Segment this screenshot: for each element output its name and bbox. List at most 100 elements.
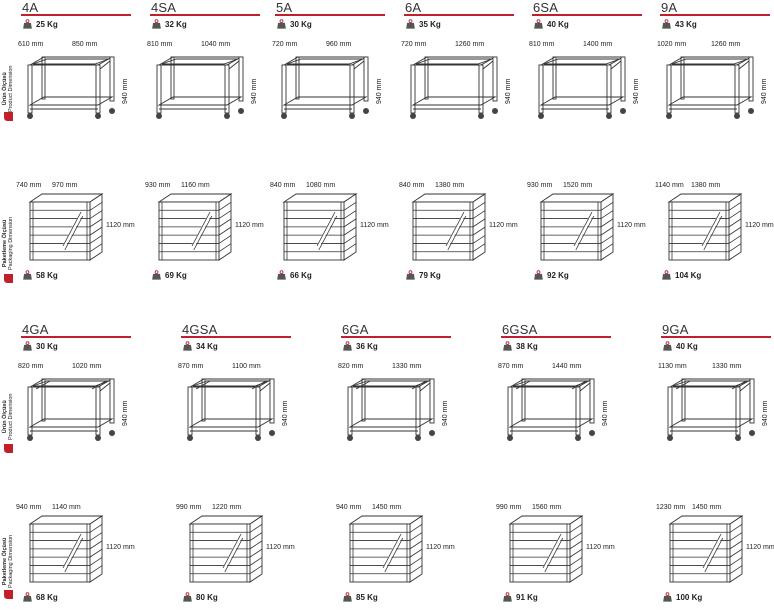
weight-icon — [277, 270, 286, 280]
product-height-dim: 940 mm — [761, 78, 768, 104]
weight-icon — [406, 19, 415, 29]
side-label-line2: Packaging Dimension — [8, 534, 14, 588]
package-height-dim: 1120 mm — [489, 222, 518, 229]
package-depth-dim: 1560 mm — [532, 504, 562, 511]
product-weight: 40 Kg — [534, 19, 569, 29]
weight-icon — [183, 592, 192, 602]
product-weight: 38 Kg — [503, 341, 538, 351]
product-weight-value: 40 Kg — [547, 19, 569, 29]
packaging-crate-drawing — [667, 193, 743, 261]
weight-icon — [23, 341, 32, 351]
product-depth-dim: 1440 mm — [552, 363, 582, 370]
package-weight: 79 Kg — [406, 270, 441, 280]
product-weight-value: 35 Kg — [419, 19, 441, 29]
product-weight-value: 30 Kg — [36, 341, 58, 351]
weight-icon — [662, 19, 671, 29]
red-corner-tab — [4, 274, 13, 283]
package-weight-value: 85 Kg — [356, 592, 378, 602]
model-divider — [150, 14, 260, 16]
product-width-dim: 870 mm — [178, 363, 204, 370]
package-height-dim: 1120 mm — [586, 544, 615, 551]
package-width-dim: 940 mm — [16, 504, 42, 511]
product-weight-value: 40 Kg — [676, 341, 698, 351]
product-width-dim: 720 mm — [401, 41, 427, 48]
model-divider — [341, 336, 451, 338]
package-weight-value: 66 Kg — [290, 270, 312, 280]
product-drawing — [347, 378, 435, 441]
product-depth-dim: 1100 mm — [232, 363, 261, 370]
package-depth-dim: 1220 mm — [212, 504, 242, 511]
package-weight: 68 Kg — [23, 592, 58, 602]
product-drawing — [27, 56, 115, 119]
package-weight-value: 69 Kg — [165, 270, 187, 280]
weight-icon — [23, 19, 32, 29]
model-name: 6A — [405, 0, 422, 15]
weight-icon — [152, 19, 161, 29]
product-height-dim: 940 mm — [376, 78, 383, 104]
package-height-dim: 1120 mm — [360, 222, 389, 229]
package-height-dim: 1120 mm — [235, 222, 264, 229]
package-weight-value: 92 Kg — [547, 270, 569, 280]
package-width-dim: 940 mm — [336, 504, 362, 511]
package-weight-value: 104 Kg — [675, 270, 702, 280]
package-depth-dim: 1080 mm — [306, 182, 336, 189]
packaging-crate-drawing — [188, 515, 264, 583]
product-weight: 43 Kg — [662, 19, 697, 29]
packaging-crate-drawing — [411, 193, 487, 261]
package-weight: 66 Kg — [277, 270, 312, 280]
packaging-crate-drawing — [28, 515, 104, 583]
product-weight: 35 Kg — [406, 19, 441, 29]
weight-icon — [23, 270, 32, 280]
product-weight-value: 38 Kg — [516, 341, 538, 351]
product-weight-value: 32 Kg — [165, 19, 187, 29]
weight-icon — [183, 341, 192, 351]
model-divider — [181, 336, 291, 338]
packaging-crate-drawing — [282, 193, 358, 261]
product-width-dim: 810 mm — [147, 41, 173, 48]
side-label-line2: Product Dimension — [8, 393, 14, 440]
product-weight: 40 Kg — [663, 341, 698, 351]
weight-icon — [343, 592, 352, 602]
product-height-dim: 940 mm — [251, 78, 258, 104]
package-weight-value: 79 Kg — [419, 270, 441, 280]
package-height-dim: 1120 mm — [745, 222, 774, 229]
model-divider — [660, 14, 770, 16]
product-height-dim: 940 mm — [633, 78, 640, 104]
model-name: 4GSA — [182, 322, 218, 337]
package-depth-dim: 1520 mm — [563, 182, 593, 189]
product-drawing — [187, 378, 275, 441]
package-weight-value: 58 Kg — [36, 270, 58, 280]
product-weight-value: 43 Kg — [675, 19, 697, 29]
package-depth-dim: 1450 mm — [372, 504, 402, 511]
product-height-dim: 940 mm — [122, 78, 129, 104]
weight-icon — [152, 270, 161, 280]
product-weight: 36 Kg — [343, 341, 378, 351]
weight-icon — [663, 341, 672, 351]
package-height-dim: 1120 mm — [106, 222, 135, 229]
package-weight-value: 68 Kg — [36, 592, 58, 602]
package-width-dim: 930 mm — [145, 182, 171, 189]
product-weight-value: 30 Kg — [290, 19, 312, 29]
model-name: 6GSA — [502, 322, 538, 337]
product-weight-value: 25 Kg — [36, 19, 58, 29]
product-depth-dim: 1040 mm — [201, 41, 231, 48]
packaging-crate-drawing — [157, 193, 233, 261]
package-width-dim: 740 mm — [16, 182, 42, 189]
model-divider — [21, 336, 131, 338]
red-corner-tab — [4, 444, 13, 453]
product-width-dim: 820 mm — [18, 363, 44, 370]
package-weight: 92 Kg — [534, 270, 569, 280]
product-drawing — [667, 378, 755, 441]
weight-icon — [23, 592, 32, 602]
package-depth-dim: 1380 mm — [691, 182, 721, 189]
package-depth-dim: 970 mm — [52, 182, 78, 189]
product-depth-dim: 1260 mm — [455, 41, 485, 48]
packaging-crate-drawing — [348, 515, 424, 583]
package-weight-value: 100 Kg — [676, 592, 703, 602]
product-drawing — [281, 56, 369, 119]
package-weight-value: 91 Kg — [516, 592, 538, 602]
weight-icon — [662, 270, 671, 280]
product-drawing — [666, 56, 754, 119]
